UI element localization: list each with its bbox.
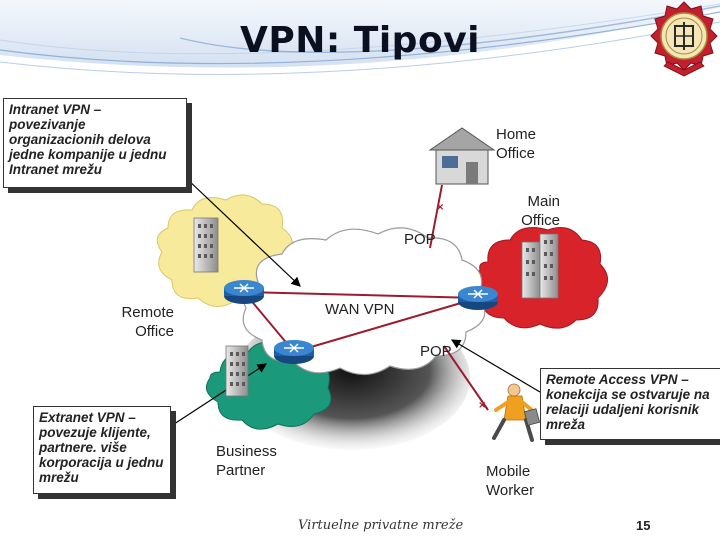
extranet-vpn-callout: Extranet VPN – povezuje klijente, partne…	[33, 406, 171, 494]
remote-access-vpn-callout: Remote Access VPN – konekcija se ostvaru…	[540, 368, 720, 440]
mobile-worker-label: Mobile Worker	[486, 463, 535, 499]
link-home-pop	[429, 184, 443, 249]
office-building-icon	[521, 233, 559, 299]
page-number: 15	[636, 518, 651, 533]
dialup-marker-home: ×	[436, 202, 444, 213]
router-icon	[224, 280, 264, 304]
business-partner-label: Business Partner	[216, 443, 277, 479]
office-building-icon	[225, 345, 249, 397]
router-icon	[458, 286, 498, 310]
link-remote-main	[243, 291, 479, 299]
router-icon	[274, 340, 314, 364]
extranet-pointer	[167, 363, 268, 429]
pop-bottom-label: POP	[420, 343, 452, 360]
main-office-label: Main Office	[521, 193, 560, 229]
slide-footer: Virtuelne privatne mreže	[298, 518, 464, 533]
remote-office-label: Remote Office	[121, 304, 174, 340]
remote-access-pointer	[450, 339, 541, 393]
slide-header: VPN: Tipovi	[0, 0, 720, 78]
mobile-worker-icon	[492, 383, 541, 442]
link-pop-mobile	[443, 345, 489, 411]
wan-vpn-label: WAN VPN	[325, 301, 395, 318]
pop-top-label: POP	[404, 231, 436, 248]
callout-pointers	[167, 177, 541, 429]
office-building-icon	[193, 217, 219, 273]
house-icon	[428, 127, 496, 185]
intranet-pointer	[185, 177, 301, 287]
header-background	[0, 0, 720, 78]
wan-cloud	[242, 227, 486, 376]
slide-title: VPN: Tipovi	[239, 20, 480, 61]
home-office-label: Home Office	[496, 126, 537, 162]
dialup-markers: × ×	[436, 202, 486, 411]
link-partner-main	[293, 297, 479, 353]
intranet-vpn-callout: Intranet VPN – povezivanje organizacioni…	[3, 98, 187, 188]
university-crest-logo	[650, 1, 718, 77]
dialup-marker-mobile: ×	[478, 400, 486, 411]
